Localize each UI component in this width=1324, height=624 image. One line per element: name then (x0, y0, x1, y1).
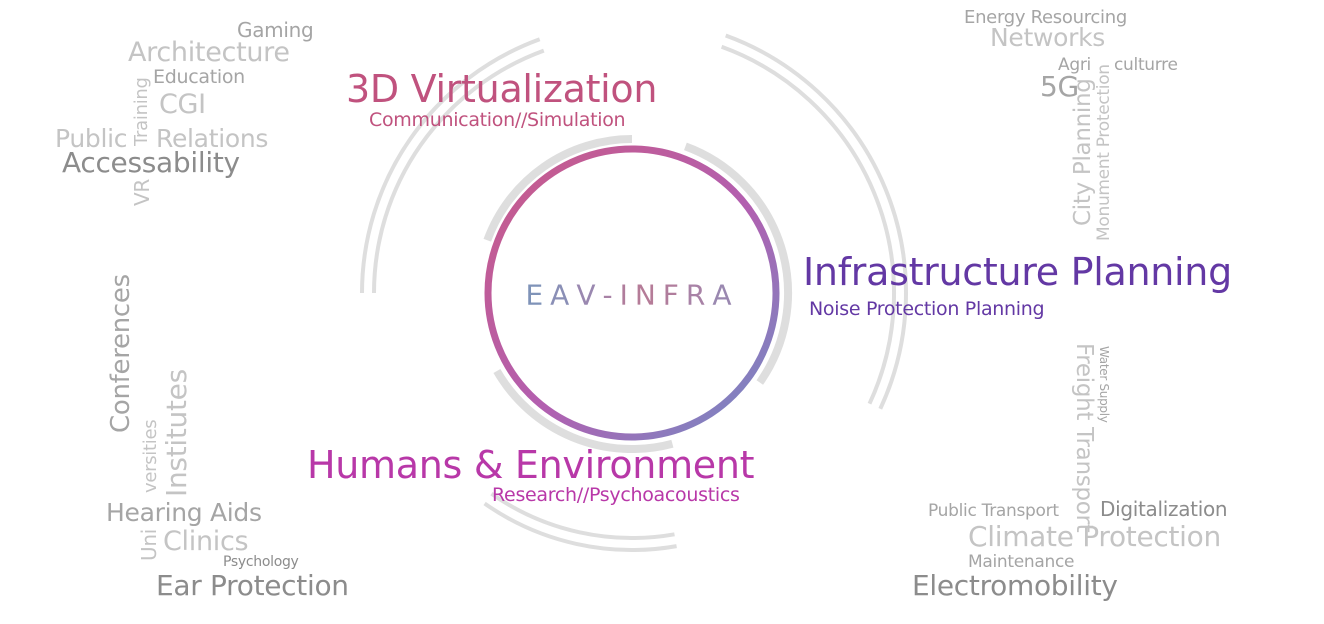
word-gaming: Gaming (237, 18, 314, 42)
word-monument-protection: Monument Protection (1094, 64, 1114, 241)
outer-arc-right-b (725, 33, 908, 410)
center-label-letter: V (576, 278, 603, 312)
word-public-transport: Public Transport (928, 501, 1059, 521)
word-accessability: Accessability (62, 146, 240, 179)
word-institutes: Institutes (160, 369, 193, 497)
outer-arc-left-a (372, 48, 545, 294)
center-label-letter: F (662, 278, 686, 312)
word-climate-protection: Climate Protection (968, 520, 1221, 553)
word-agri: Agri (1058, 55, 1091, 75)
word-clinics: Clinics (163, 526, 249, 557)
word-ear-protection: Ear Protection (156, 569, 349, 602)
center-label-letter: R (685, 278, 713, 312)
word-conferences: Conferences (106, 274, 136, 433)
center-label-letter: I (619, 278, 635, 312)
infrastructure-subtitle: Noise Protection Planning (809, 298, 1045, 320)
humans-title: Humans & Environment (307, 443, 755, 487)
word-digitalization: Digitalization (1100, 497, 1228, 521)
word-architecture: Architecture (128, 37, 290, 68)
word-5g: 5G (1040, 70, 1079, 103)
gray-arc-group (360, 33, 908, 552)
virtualization-subtitle: Communication//Simulation (369, 109, 626, 131)
infrastructure-title: Infrastructure Planning (803, 250, 1232, 294)
word-freight-transport: Freight Transport (1071, 343, 1097, 533)
word-public: Public (55, 124, 128, 153)
word-versities: versities (140, 419, 161, 493)
outer-arc-right-a (720, 44, 896, 405)
word-training: Training (131, 77, 152, 146)
word-city-planning: City Planning (1070, 78, 1096, 226)
center-label-letter: A (550, 278, 577, 312)
word-maintenance: Maintenance (968, 552, 1075, 572)
word-energy-resourcing: Energy Resourcing (964, 7, 1127, 28)
outer-arc-bottom-a (490, 492, 675, 540)
center-ring (484, 145, 780, 441)
inner-arc-top-left (483, 135, 633, 242)
word-culturre: culturre (1114, 55, 1178, 75)
word-networks: Networks (990, 23, 1106, 52)
word-psychology: Psychology (223, 554, 299, 570)
word-cgi: CGI (159, 89, 206, 120)
word-hearing-aids: Hearing Aids (106, 498, 262, 527)
virtualization-title: 3D Virtualization (346, 67, 658, 111)
outer-arc-bottom-b (483, 501, 677, 552)
center-label-letter: N (634, 278, 663, 312)
word-relations: Relations (156, 124, 269, 153)
center-label: EAV-INFRA (525, 279, 738, 312)
center-label-letter: - (602, 278, 620, 312)
outer-arc-left-b (360, 37, 541, 294)
inner-arc-bottom (493, 368, 674, 454)
word-vr: VR (130, 179, 154, 206)
humans-subtitle: Research//Psychoacoustics (492, 484, 740, 506)
center-label-letter: E (525, 278, 551, 312)
inner-arc-right (684, 142, 792, 385)
center-label-letter: A (712, 278, 739, 312)
word-water-supply: Water Supply (1097, 346, 1111, 423)
word-electromobility: Electromobility (912, 569, 1118, 602)
word-education: Education (153, 66, 245, 88)
word-uni: Uni (137, 529, 161, 561)
